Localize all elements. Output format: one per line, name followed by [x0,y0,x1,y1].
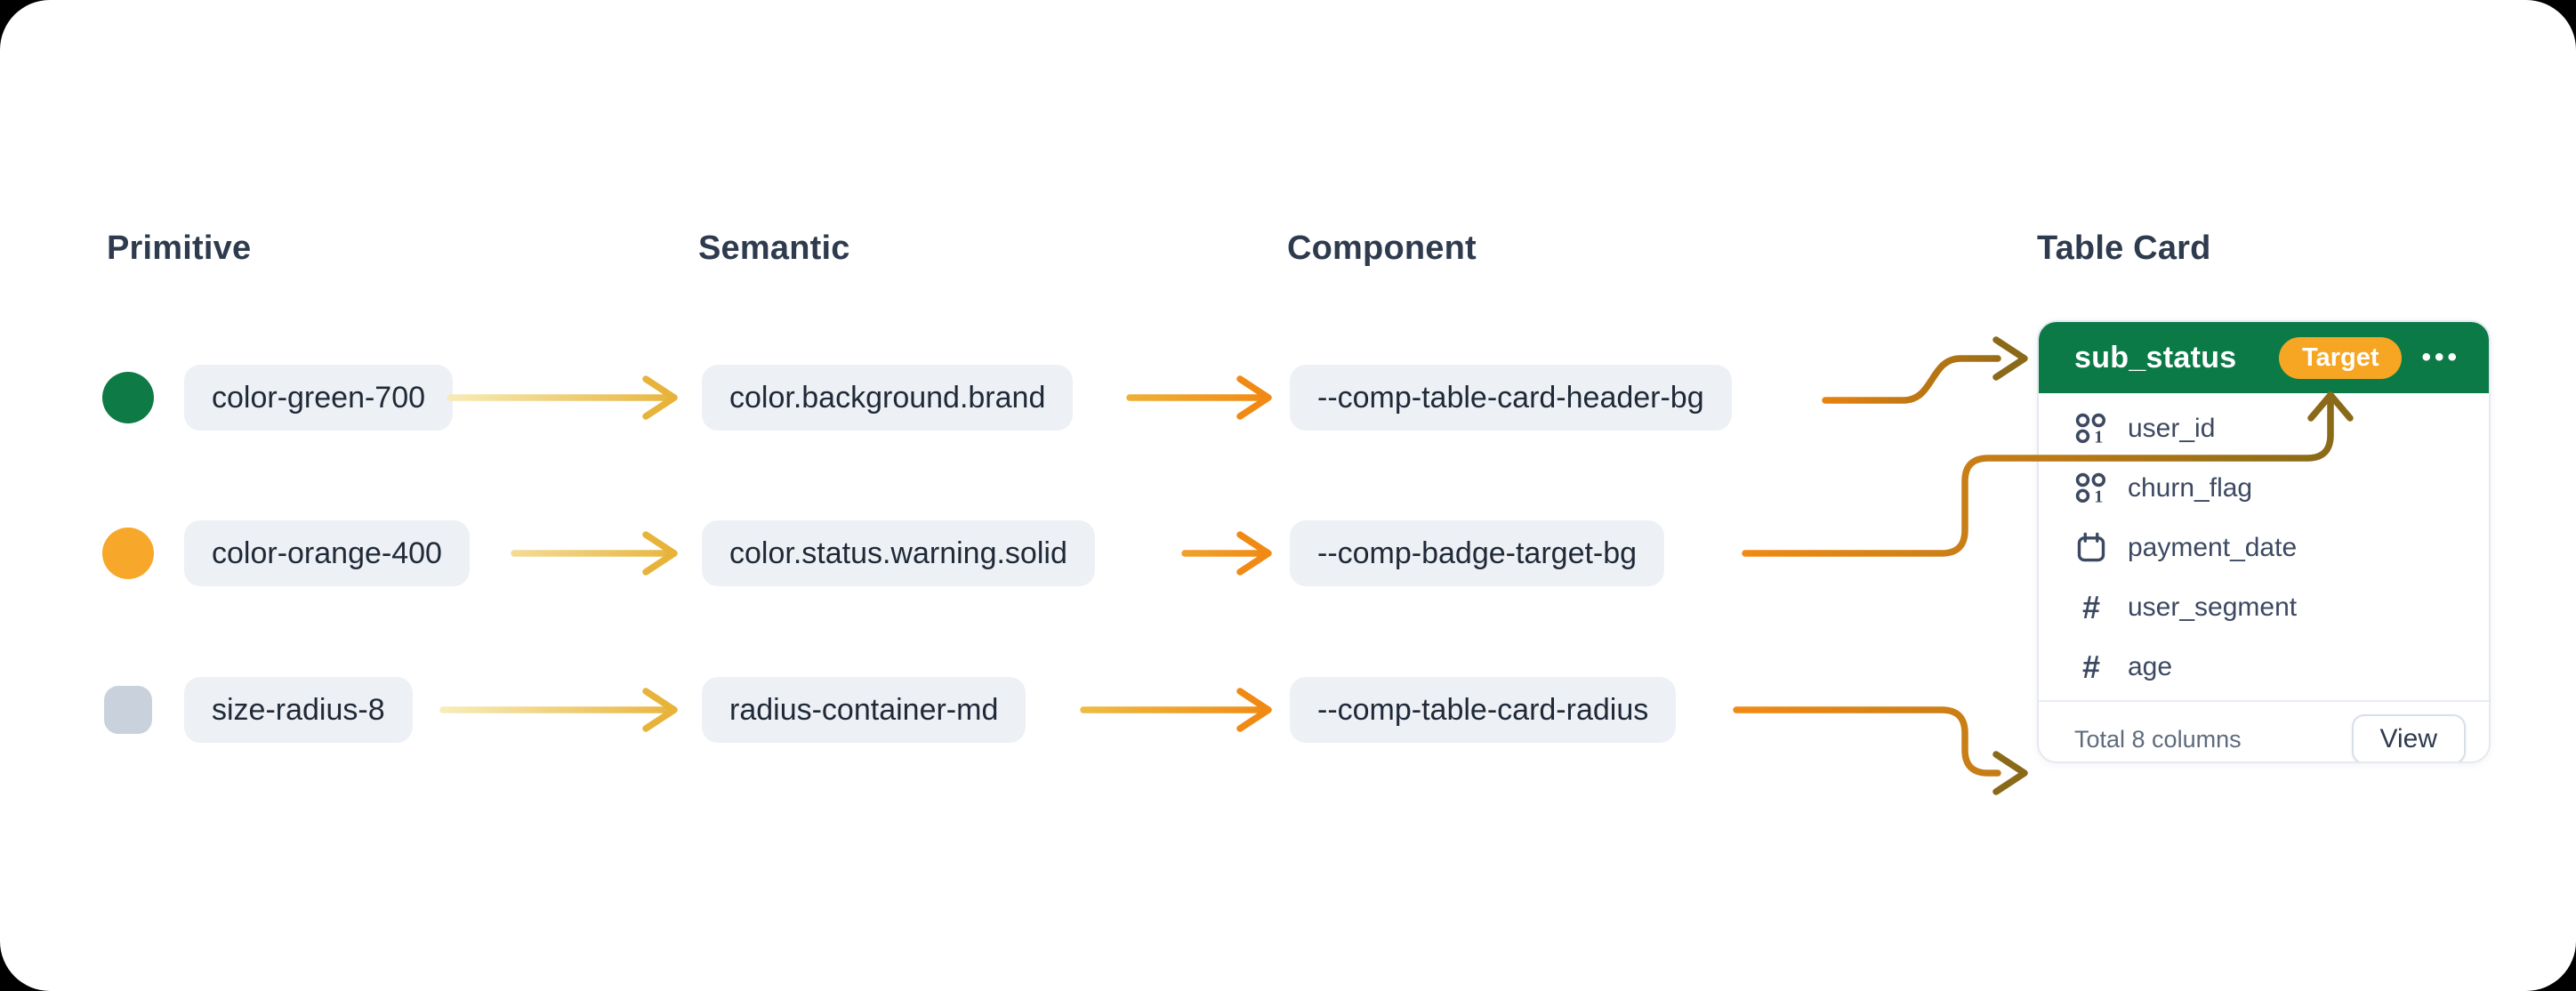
primitive-token-chip: color-orange-400 [184,520,470,586]
column-row[interactable]: # age [2039,637,2489,697]
column-list: 1 user_id 1 churn_flag payment_date [2039,393,2489,700]
column-row[interactable]: 1 churn_flag [2039,458,2489,518]
orange-color-swatch [102,528,154,579]
primitive-token-chip: color-green-700 [184,365,454,431]
component-token-chip: --comp-table-card-radius [1290,677,1677,743]
column-row[interactable]: payment_date [2039,518,2489,577]
number-hash-icon: # [2081,648,2101,685]
column-header-semantic: Semantic [698,230,850,267]
primitive-token-chip: size-radius-8 [184,677,413,743]
component-token-chip: --comp-table-card-header-bg [1290,365,1732,431]
svg-text:1: 1 [2094,487,2103,505]
table-card-footer: Total 8 columns View [2039,700,2489,761]
table-card-title: sub_status [2074,340,2237,375]
number-hash-icon: # [2081,588,2101,625]
semantic-token-chip: radius-container-md [702,677,1026,743]
column-name: user_id [2128,413,2216,443]
column-name: user_segment [2128,592,2298,622]
column-row[interactable]: # user_segment [2039,577,2489,637]
radius-size-swatch [104,686,152,734]
column-header-component: Component [1287,230,1477,267]
target-badge: Target [2279,336,2403,379]
component-token-chip: --comp-badge-target-bg [1290,520,1665,586]
categorical-icon: 1 [2074,471,2108,505]
svg-text:1: 1 [2094,427,2103,446]
column-row[interactable]: 1 user_id [2039,399,2489,458]
calendar-icon [2074,532,2108,564]
view-button[interactable]: View [2351,714,2466,761]
categorical-icon: 1 [2074,412,2108,446]
column-header-primitive: Primitive [107,230,252,267]
ellipsis-menu-icon[interactable]: ••• [2421,342,2460,372]
green-color-swatch [102,372,154,423]
semantic-token-chip: color.background.brand [702,365,1074,431]
semantic-token-chip: color.status.warning.solid [702,520,1095,586]
column-name: churn_flag [2128,472,2253,503]
column-name: payment_date [2128,532,2298,562]
total-columns-text: Total 8 columns [2074,725,2242,753]
column-header-table-card: Table Card [2037,230,2211,267]
table-card: sub_status Target ••• 1 user_id 1 [2037,320,2491,763]
column-name: age [2128,651,2173,681]
table-card-header: sub_status Target ••• [2039,322,2489,393]
